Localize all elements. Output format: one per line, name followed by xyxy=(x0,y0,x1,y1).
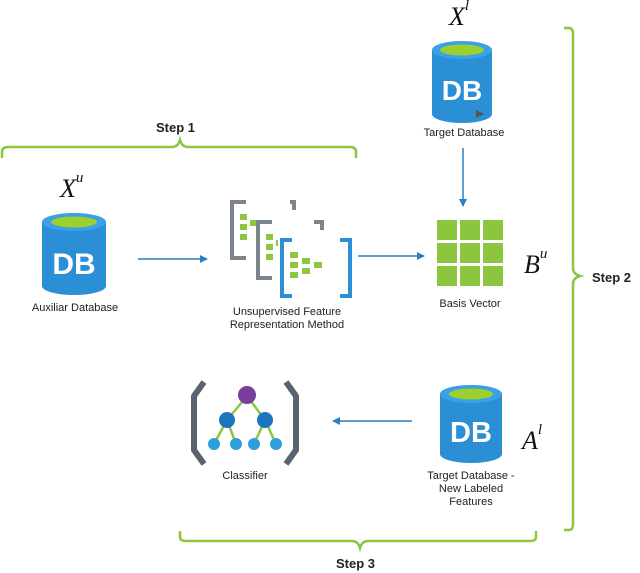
symbol-a-l: Al xyxy=(522,422,543,455)
method-label-line1: Unsupervised Feature xyxy=(232,306,342,318)
layered-features-icon xyxy=(230,200,354,300)
method-label-line2: Representation Method xyxy=(229,319,345,331)
target-database-label: Target Database xyxy=(423,127,505,139)
tree-classifier-icon xyxy=(191,380,299,466)
classifier-label: Classifier xyxy=(222,470,268,482)
grid-icon xyxy=(437,220,503,286)
target-new-label-line2: New Labeled xyxy=(438,483,504,495)
database-icon: DB xyxy=(42,213,106,295)
step2-label: Step 2 xyxy=(592,270,632,285)
step1-label: Step 1 xyxy=(156,120,196,135)
method-label: Unsupervised Feature Representation Meth… xyxy=(212,306,362,332)
step3-label: Step 3 xyxy=(336,556,376,571)
database-icon: DB xyxy=(432,41,492,123)
step3-brace xyxy=(178,531,538,553)
basis-vector-label: Basis Vector xyxy=(439,298,501,310)
target-new-label-line3: Features xyxy=(449,496,493,508)
svg-text:DB: DB xyxy=(52,248,95,281)
database-icon: DB xyxy=(440,385,502,463)
symbol-x-l: Xl xyxy=(449,0,470,31)
symbol-b-u: Bu xyxy=(524,246,548,279)
target-new-label: Target Database - New Labeled Features xyxy=(406,470,536,509)
svg-text:DB: DB xyxy=(442,75,482,106)
symbol-x-u: Xu xyxy=(60,170,84,203)
step1-brace xyxy=(0,135,358,158)
target-new-label-line1: Target Database - xyxy=(427,470,515,482)
auxiliar-database-label: Auxiliar Database xyxy=(31,302,119,314)
svg-text:DB: DB xyxy=(450,417,492,449)
step2-brace xyxy=(564,26,585,532)
